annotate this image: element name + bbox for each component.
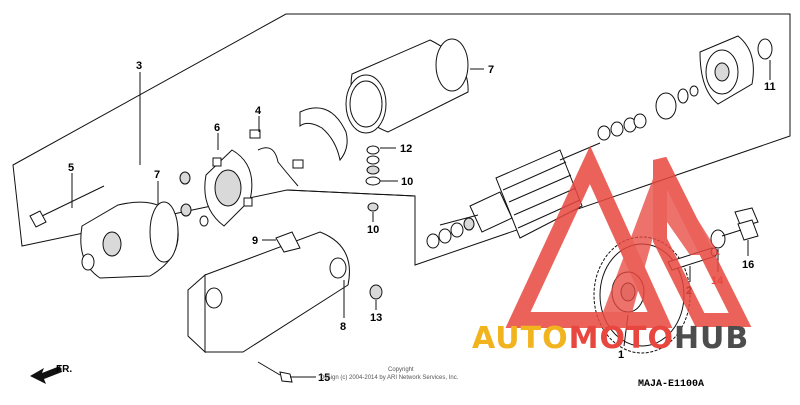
rear-cover-part xyxy=(699,35,754,105)
callout-5: 5 xyxy=(68,162,74,174)
bushing-stack xyxy=(365,145,381,212)
callout-16: 16 xyxy=(742,259,754,271)
washer-part xyxy=(710,229,726,249)
rear-small-parts xyxy=(633,85,699,129)
callout-7-top: 7 xyxy=(488,64,494,76)
callout-10-upper: 10 xyxy=(401,176,413,188)
diagram-part-code: MAJA-E1100A xyxy=(638,379,704,390)
callout-12: 12 xyxy=(400,143,412,155)
assembly-divider-line xyxy=(286,189,416,197)
leader-lines xyxy=(71,60,771,378)
starter-cover-part xyxy=(187,231,350,354)
front-cover-part xyxy=(80,201,179,279)
copyright-line-2: Design (c) 2004-2014 by ARI Network Serv… xyxy=(320,375,459,381)
automotohub-logo-mark xyxy=(505,145,752,328)
front-direction-arrow: FR. xyxy=(30,364,72,384)
cap-nut-part xyxy=(369,284,383,300)
callout-6: 6 xyxy=(214,122,220,134)
front-direction-label: FR. xyxy=(56,364,72,375)
callout-3: 3 xyxy=(136,60,142,72)
callout-7-left: 7 xyxy=(154,169,160,181)
watermark-auto: AUTO xyxy=(472,321,569,356)
callout-9: 9 xyxy=(252,235,258,247)
watermark-moto: MOTO xyxy=(569,321,674,356)
callout-8: 8 xyxy=(340,321,346,333)
flange-bolt-part xyxy=(721,207,759,241)
o-ring-part xyxy=(757,38,773,60)
through-bolt-part xyxy=(29,185,105,228)
callout-13: 13 xyxy=(370,312,382,324)
callout-1: 1 xyxy=(618,349,624,361)
brush-part xyxy=(249,129,304,187)
brush-holder-part xyxy=(204,149,253,227)
watermark-hub: HUB xyxy=(674,321,749,356)
bracket-part xyxy=(275,231,301,253)
callout-11: 11 xyxy=(764,81,776,93)
copyright-line-1: Copyright xyxy=(388,367,414,373)
armature-washers xyxy=(426,117,637,249)
terminal-nuts xyxy=(179,171,209,227)
callout-10-lower: 10 xyxy=(367,224,379,236)
yoke-housing-part xyxy=(345,38,469,134)
cover-bolt-part xyxy=(257,361,293,383)
brush-spring-part xyxy=(299,107,348,162)
callout-15: 15 xyxy=(318,372,330,384)
watermark-text: AUTOMOTOHUB xyxy=(472,321,749,356)
callout-4: 4 xyxy=(255,105,262,117)
